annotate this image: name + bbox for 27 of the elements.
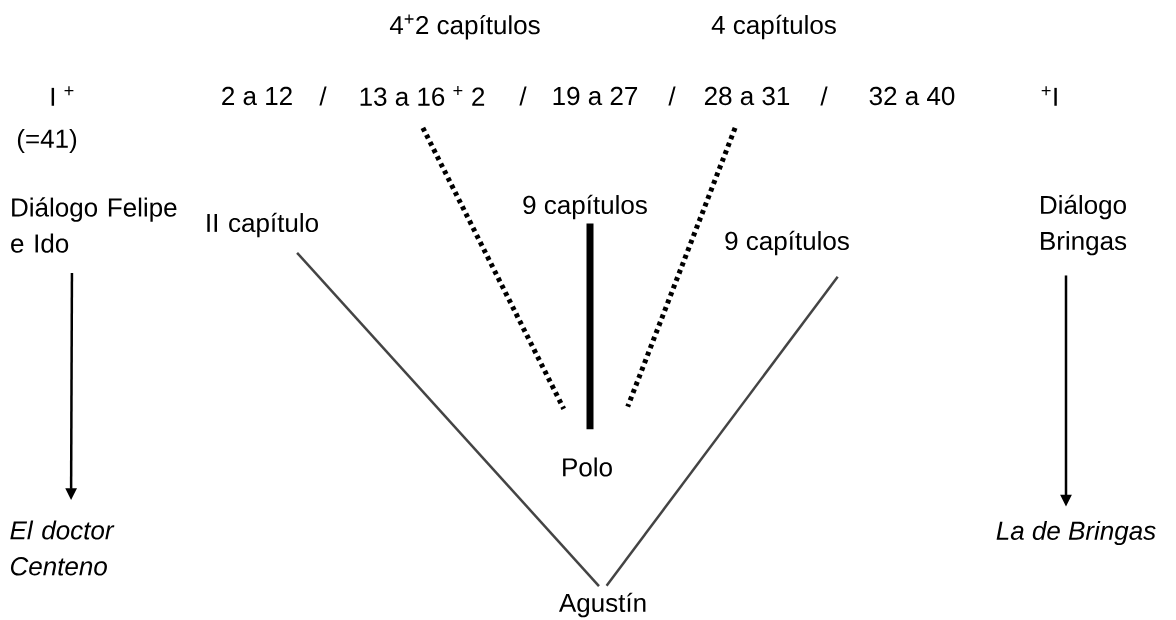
dotted-line xyxy=(420,126,566,410)
dotted-line xyxy=(625,127,738,408)
chapter-count: 4$^{+}$2 capítulos xyxy=(389,14,540,40)
novel-title: La de Bringas xyxy=(996,520,1156,546)
note: (=41) xyxy=(17,128,77,154)
chapter-range: 28 a 31 xyxy=(704,86,790,106)
separator: / xyxy=(519,86,527,106)
chapter-count: 9 capítulos xyxy=(725,230,849,256)
character-name: Polo xyxy=(563,457,612,477)
chapter-range: 13 a 16 $^{+}$ 2 xyxy=(360,86,485,106)
chapter-count: 4 capítulos xyxy=(711,14,836,40)
character-name: Agustín xyxy=(558,592,646,618)
volume-mark: $^{+}$I xyxy=(1041,86,1057,106)
separator: / xyxy=(820,86,828,106)
chapter-range: 2 a 12 xyxy=(222,86,292,106)
connector-line xyxy=(605,275,839,587)
connector-line xyxy=(296,251,600,587)
dialogue-label: Diálogo Bringas xyxy=(1041,194,1127,256)
chapter-range: 32 a 40 xyxy=(869,86,955,106)
chapter-count: 9 capítulos xyxy=(523,194,647,220)
separator: / xyxy=(319,86,327,106)
novel-title: El doctor Centeno xyxy=(10,520,115,576)
chapter-range: 19 a 27 xyxy=(553,86,638,106)
chapter-count: II capítulo xyxy=(207,212,318,238)
dialogue-label: Diálogo Felipe e Ido xyxy=(11,197,177,253)
volume-mark: I $^{+}$ xyxy=(51,86,74,106)
separator: / xyxy=(668,86,676,106)
